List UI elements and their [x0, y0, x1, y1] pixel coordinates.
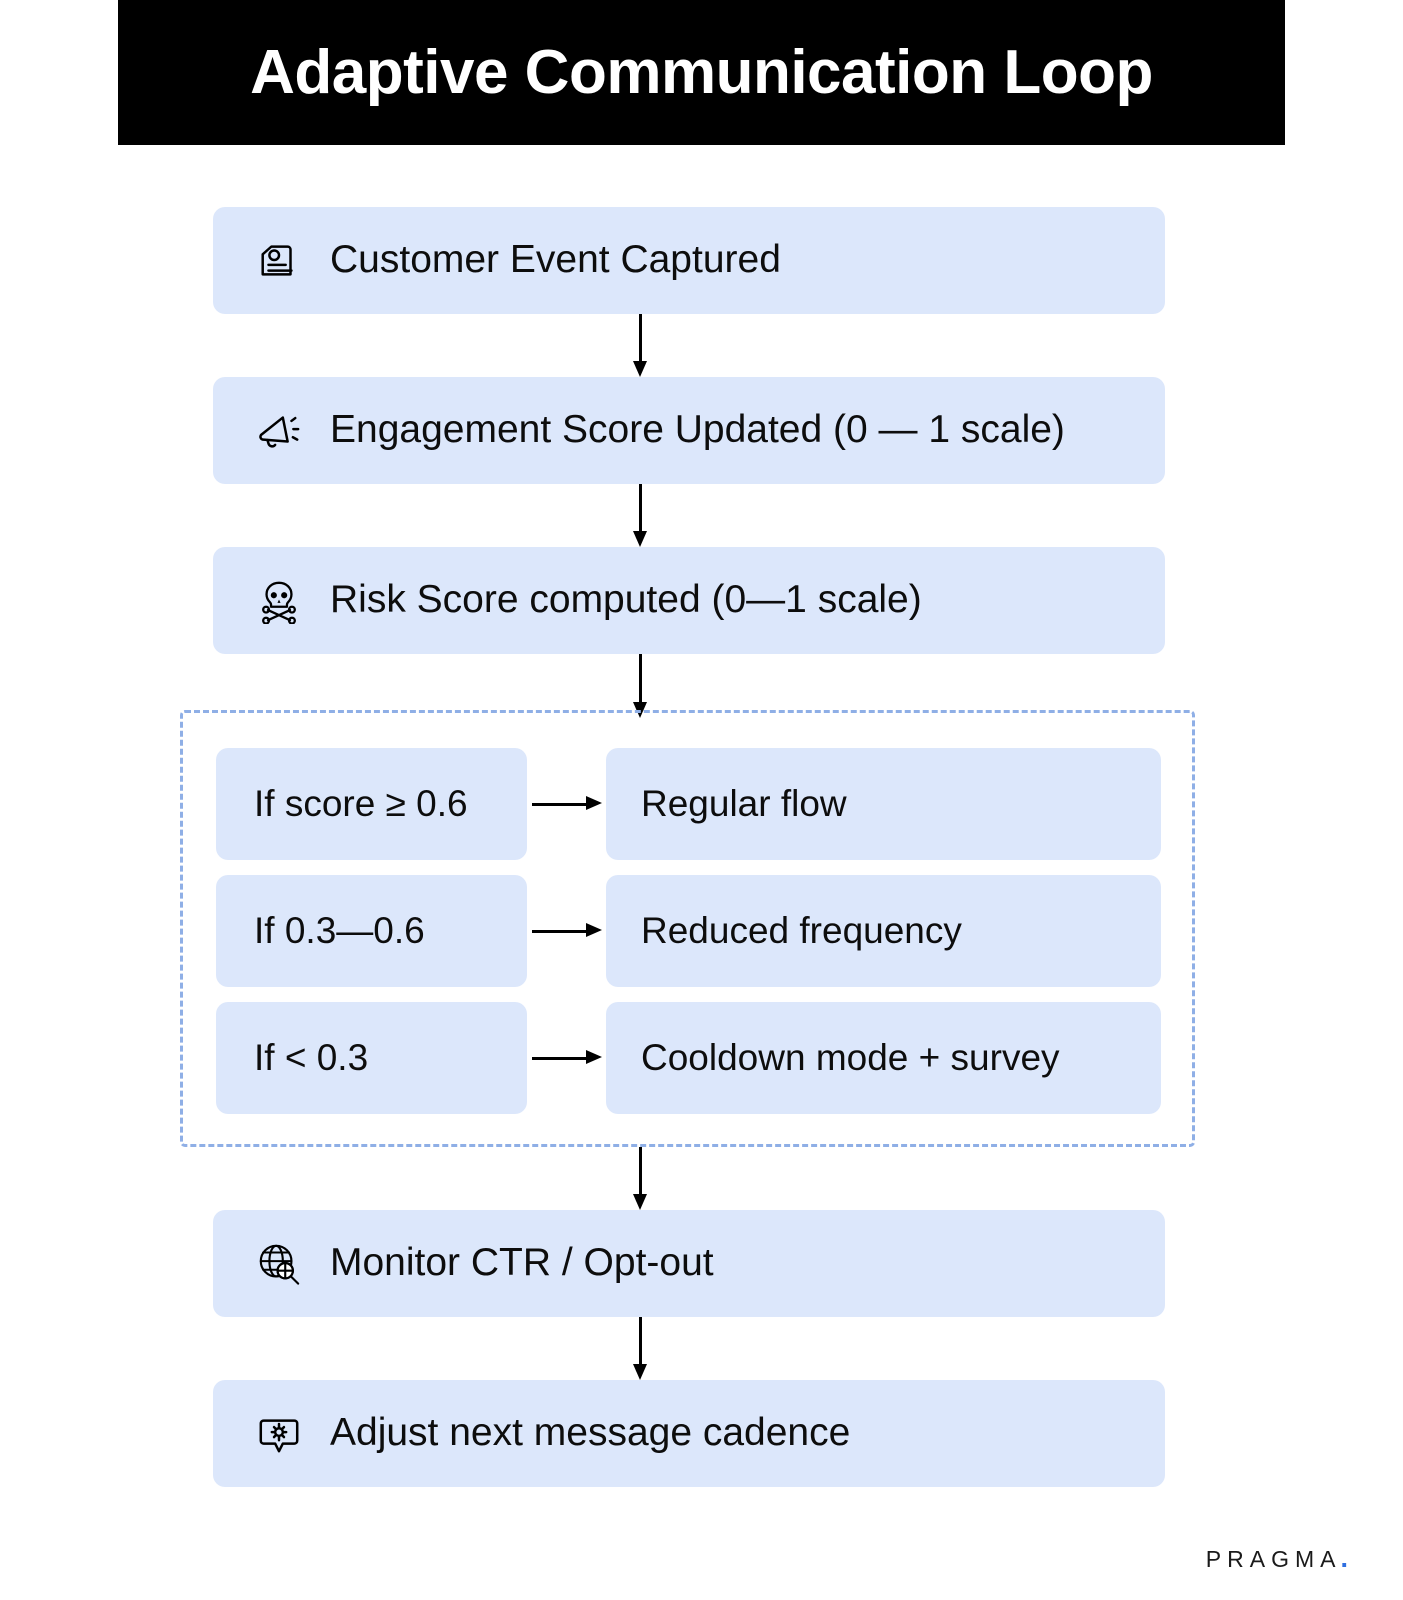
flow-node-event[interactable]: Customer Event Captured [213, 207, 1165, 314]
arrow-head [586, 796, 602, 810]
decision-row: If 0.3—0.6 Reduced frequency [183, 875, 1192, 987]
flow-node-label: Monitor CTR / Opt-out [330, 1241, 714, 1285]
arrow-engage-to-risk [633, 484, 647, 547]
chat-gear-icon [256, 1411, 302, 1457]
decision-group: If score ≥ 0.6 Regular flow If 0.3—0.6 [180, 710, 1195, 1147]
globe-search-icon [256, 1241, 302, 1287]
result-label: Reduced frequency [641, 910, 962, 951]
arrow-risk-to-decisions [633, 654, 647, 718]
result-box[interactable]: Cooldown mode + survey [606, 1002, 1161, 1114]
arrow-head [633, 531, 647, 547]
arrow-head [633, 1364, 647, 1380]
arrow-head [633, 361, 647, 377]
result-label: Cooldown mode + survey [641, 1037, 1060, 1078]
arrow-shaft [639, 1317, 642, 1365]
condition-label: If score ≥ 0.6 [254, 783, 468, 824]
condition-label: If 0.3—0.6 [254, 910, 425, 951]
brand-word: PRAGMA [1205, 1546, 1342, 1572]
result-label: Regular flow [641, 783, 847, 824]
title-banner: Adaptive Communication Loop [118, 0, 1285, 145]
page-title: Adaptive Communication Loop [250, 37, 1153, 107]
arrow-shaft [532, 1056, 588, 1060]
arrow-condition-to-result [532, 796, 602, 810]
flow-node-label: Customer Event Captured [330, 238, 781, 282]
arrow-head [586, 923, 602, 937]
arrow-condition-to-result [532, 1050, 602, 1064]
arrow-monitor-to-adjust [633, 1317, 647, 1380]
brand-logo: PRAGMA . [1206, 1543, 1348, 1574]
skull-crossbones-icon [256, 578, 302, 624]
arrow-shaft [639, 654, 642, 703]
condition-box[interactable]: If 0.3—0.6 [216, 875, 527, 987]
arrow-shaft [639, 314, 642, 362]
arrow-head [586, 1050, 602, 1064]
result-box[interactable]: Regular flow [606, 748, 1161, 860]
decision-row: If score ≥ 0.6 Regular flow [183, 748, 1192, 860]
megaphone-icon [256, 408, 302, 454]
arrow-head [633, 1194, 647, 1210]
flow-node-risk[interactable]: Risk Score computed (0—1 scale) [213, 547, 1165, 654]
condition-label: If < 0.3 [254, 1037, 369, 1078]
flow-node-label: Risk Score computed (0—1 scale) [330, 578, 922, 622]
condition-box[interactable]: If score ≥ 0.6 [216, 748, 527, 860]
arrow-shaft [639, 1147, 642, 1195]
arrow-event-to-engage [633, 314, 647, 377]
arrow-condition-to-result [532, 923, 602, 937]
flow-node-label: Engagement Score Updated (0 — 1 scale) [330, 408, 1065, 452]
flow-node-adjust[interactable]: Adjust next message cadence [213, 1380, 1165, 1487]
arrow-shaft [639, 484, 642, 532]
flow-node-engagement[interactable]: Engagement Score Updated (0 — 1 scale) [213, 377, 1165, 484]
arrow-shaft [532, 802, 588, 806]
contact-card-icon [256, 238, 302, 284]
flow-node-label: Adjust next message cadence [330, 1411, 851, 1455]
condition-box[interactable]: If < 0.3 [216, 1002, 527, 1114]
result-box[interactable]: Reduced frequency [606, 875, 1161, 987]
brand-dot: . [1340, 1543, 1348, 1573]
flow-node-monitor[interactable]: Monitor CTR / Opt-out [213, 1210, 1165, 1317]
arrow-shaft [532, 929, 588, 933]
decision-row: If < 0.3 Cooldown mode + survey [183, 1002, 1192, 1114]
arrow-decisions-to-monitor [633, 1147, 647, 1210]
